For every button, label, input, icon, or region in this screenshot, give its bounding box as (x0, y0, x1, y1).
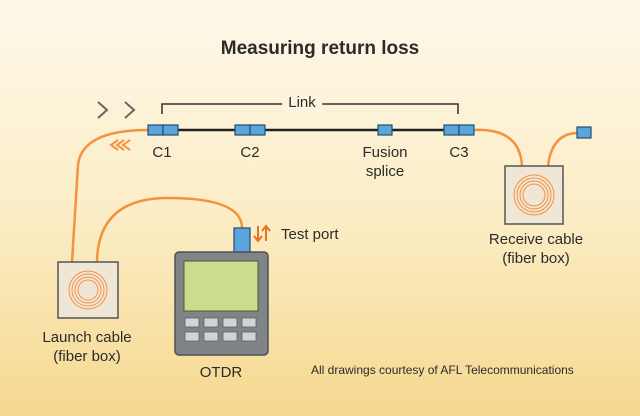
launch-fiber-box (57, 261, 119, 319)
connector-c3-label: C3 (449, 144, 469, 161)
launch-cable-label-line1: Launch cable (42, 329, 132, 346)
fiber-cables (70, 128, 579, 263)
bidirectional-arrows-icon (253, 224, 271, 243)
receive-cable-label-line2: (fiber box) (502, 250, 570, 267)
connector-c1 (162, 124, 179, 136)
otdr-screen (183, 260, 259, 312)
otdr-keypad (184, 317, 257, 342)
fusion-splice-label-line1: Fusion (362, 144, 408, 161)
fusion-splice-label-line2: splice (365, 163, 405, 180)
connector-c2 (234, 124, 251, 136)
connector-c3 (443, 124, 460, 136)
link-label: Link (282, 94, 322, 112)
otdr-device (174, 227, 269, 356)
connector-c2-label: C2 (240, 144, 260, 161)
receive-cable-label-line1: Receive cable (488, 231, 584, 248)
receive-fiber-box (504, 165, 564, 225)
connector-c2 (249, 124, 266, 136)
diagram-title: Measuring return loss (220, 38, 420, 59)
reflection-arrows-icon (109, 139, 131, 151)
connector-c1 (147, 124, 164, 136)
cable-end-connector (576, 126, 592, 139)
connector-c1-label: C1 (152, 144, 172, 161)
fusion-splice-marker (377, 124, 393, 136)
otdr-label: OTDR (199, 364, 243, 381)
launch-cable-label-line2: (fiber box) (53, 348, 121, 365)
connector-c3 (458, 124, 475, 136)
connectors (147, 124, 592, 139)
credit-line: All drawings courtesy of AFL Telecommuni… (311, 363, 574, 377)
chevron-right-icon (97, 101, 109, 119)
chevron-right-icon (124, 101, 136, 119)
test-port-label: Test port (281, 226, 339, 243)
test-port-connector (233, 227, 251, 253)
